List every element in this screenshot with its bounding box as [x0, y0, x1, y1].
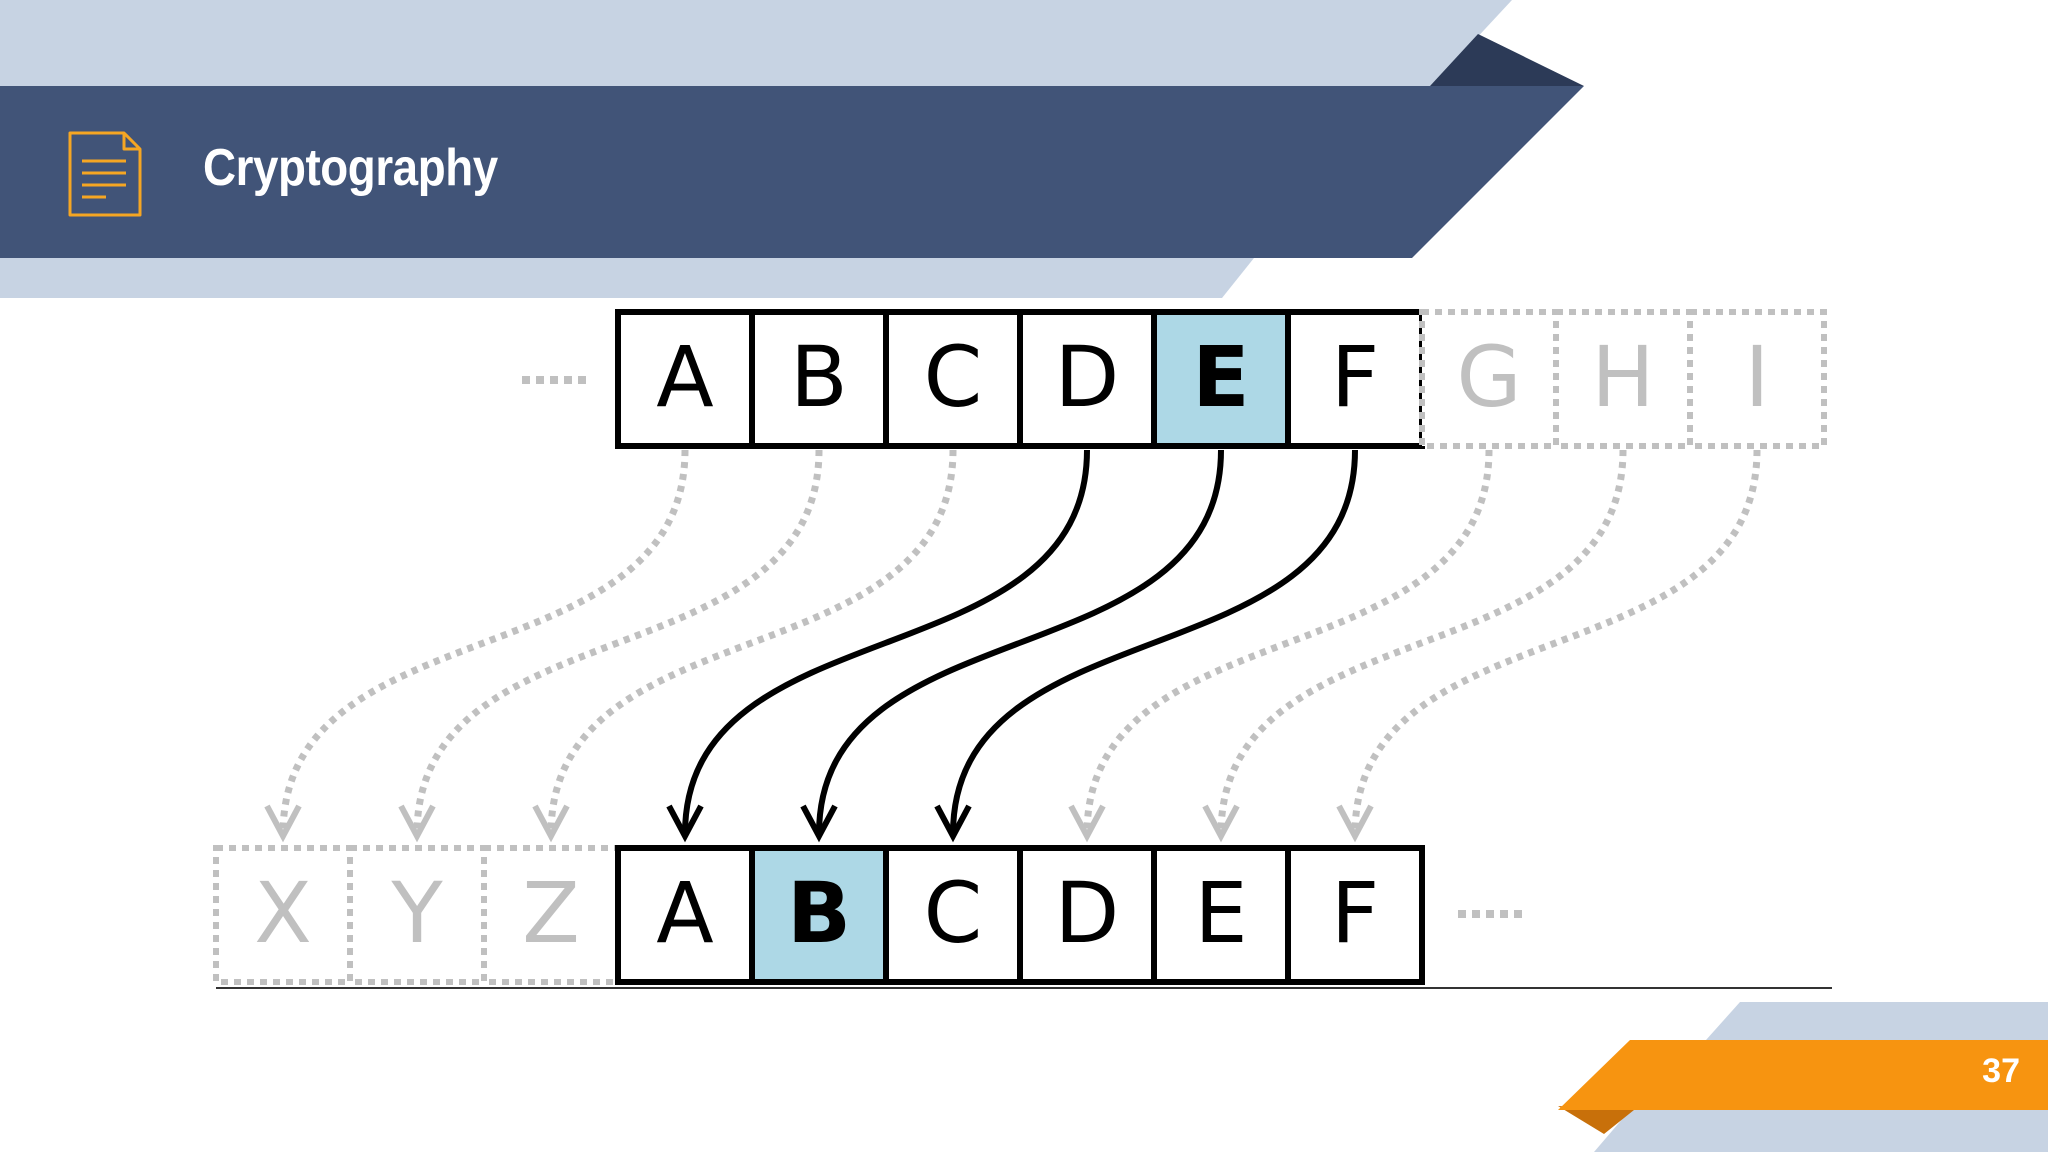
shift-arrow-a-head — [264, 804, 302, 843]
plain-cell-e: E — [1151, 309, 1291, 449]
shift-arrow-e-head — [800, 804, 838, 843]
shift-arrow-h-head — [1202, 804, 1240, 843]
shift-arrow-h — [1202, 449, 1627, 843]
plain-cell-faded-g-letter: G — [1456, 328, 1521, 426]
plain-cell-faded-h-letter: H — [1591, 328, 1654, 426]
plain-cell-a: A — [615, 309, 755, 449]
plain-cell-f: F — [1285, 309, 1425, 449]
cipher-cell-faded-z: Z — [481, 845, 621, 985]
shift-arrow-i — [1336, 449, 1761, 843]
header-bar — [0, 86, 1584, 258]
cipher-cell-d: D — [1017, 845, 1157, 985]
shift-arrow-g-line — [1083, 449, 1493, 835]
plain-cell-e-letter: E — [1192, 328, 1249, 426]
shift-arrow-b — [398, 449, 823, 843]
cipher-cell-f-letter: F — [1331, 864, 1379, 962]
shift-arrow-g-head — [1068, 804, 1106, 843]
cipher-cell-c-box — [883, 845, 1023, 985]
cipher-cell-d-box — [1017, 845, 1157, 985]
plain-cell-faded-g: G — [1419, 309, 1559, 449]
document-icon — [68, 131, 142, 217]
shift-arrow-e — [800, 449, 1224, 843]
cipher-cell-b: B — [749, 845, 889, 985]
cipher-cell-faded-z-letter: Z — [522, 864, 580, 962]
shift-arrow-f — [934, 449, 1358, 843]
cipher-cell-faded-y-letter: Y — [390, 864, 443, 962]
cipher-cell-faded-x: X — [213, 845, 353, 985]
plain-cell-faded-i-box — [1687, 309, 1827, 449]
cipher-cell-f: F — [1285, 845, 1425, 985]
shift-arrow-a — [264, 449, 689, 843]
cipher-cell-a-box — [615, 845, 755, 985]
plain-cell-faded-h-box — [1553, 309, 1693, 449]
shift-arrow-i-line — [1351, 449, 1761, 835]
slide-title: Cryptography — [203, 139, 498, 197]
footer-band-top — [1706, 1002, 2048, 1040]
cipher-cell-b-letter: B — [787, 864, 851, 962]
plain-cell-c-letter: C — [924, 328, 983, 426]
shift-arrow-d — [666, 449, 1090, 843]
cipher-cell-a: A — [615, 845, 755, 985]
header-band-top — [0, 0, 1512, 86]
plain-cell-a-box — [615, 309, 755, 449]
shift-arrow-b-head — [398, 804, 436, 843]
cipher-cell-b-box — [749, 845, 889, 985]
plain-cell-faded-h: H — [1553, 309, 1693, 449]
plain-cell-c: C — [883, 309, 1023, 449]
cipher-cell-e: E — [1151, 845, 1291, 985]
shift-arrow-f-line — [950, 449, 1358, 835]
header-accent-triangle — [1430, 34, 1584, 86]
footer-orange-bar — [1558, 1040, 2048, 1110]
header-band-bottom — [0, 258, 1254, 298]
shift-arrow-d-head — [666, 804, 704, 843]
cipher-cell-c: C — [883, 845, 1023, 985]
cipher-cell-d-letter: D — [1055, 864, 1120, 962]
page-number: 37 — [1982, 1052, 2020, 1090]
shift-arrow-c-line — [547, 449, 957, 835]
plain-cell-b: B — [749, 309, 889, 449]
plain-cell-b-letter: B — [790, 328, 848, 426]
shift-arrow-h-line — [1217, 449, 1627, 835]
footer-orange-shadow — [1558, 1106, 1634, 1134]
plain-cell-c-box — [883, 309, 1023, 449]
shift-arrow-i-head — [1336, 804, 1374, 843]
plain-cell-f-letter: F — [1331, 328, 1379, 426]
plain-cell-d: D — [1017, 309, 1157, 449]
shift-arrow-b-line — [413, 449, 823, 835]
plain-cell-a-letter: A — [656, 328, 713, 426]
shift-arrow-d-line — [682, 449, 1090, 835]
shift-arrow-f-head — [934, 804, 972, 843]
plain-cell-faded-i-letter: I — [1745, 328, 1770, 426]
cipher-cell-faded-y: Y — [347, 845, 487, 985]
cipher-cell-faded-x-letter: X — [254, 864, 312, 962]
shift-arrow-e-line — [816, 449, 1224, 835]
plain-cell-faded-i: I — [1687, 309, 1827, 449]
footer-band-bottom — [1594, 1110, 2048, 1152]
shift-arrow-a-line — [279, 449, 689, 835]
shift-arrow-c-head — [532, 804, 570, 843]
plain-cell-d-letter: D — [1055, 328, 1120, 426]
cipher-cell-a-letter: A — [656, 864, 713, 962]
cipher-cell-e-letter: E — [1194, 864, 1247, 962]
cipher-cell-f-box — [1285, 845, 1425, 985]
shift-arrow-g — [1068, 449, 1493, 843]
cipher-cell-c-letter: C — [924, 864, 983, 962]
shift-arrow-c — [532, 449, 957, 843]
